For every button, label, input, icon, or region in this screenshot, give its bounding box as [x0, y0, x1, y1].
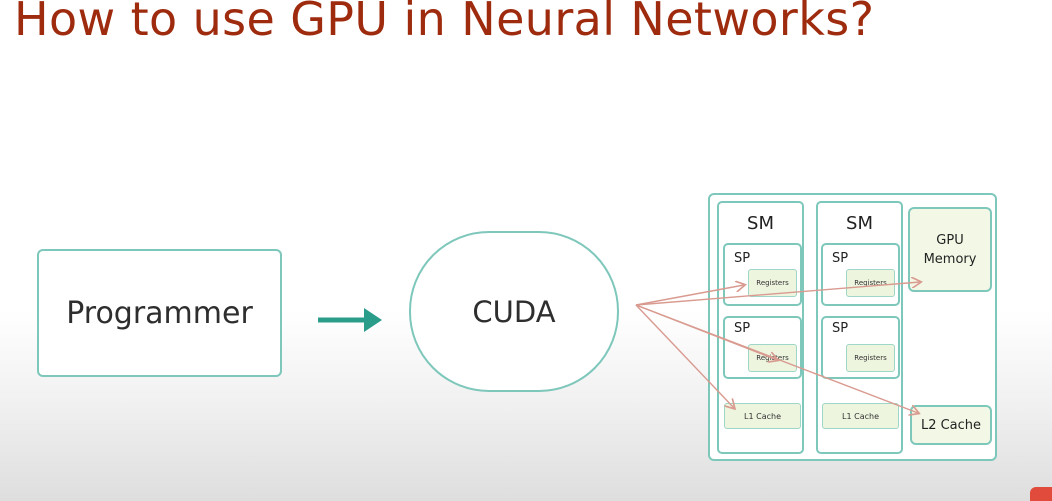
registers-label: Registers [756, 279, 789, 287]
l1-cache-label: L1 Cache [842, 411, 879, 421]
corner-badge-icon [1030, 487, 1052, 501]
programmer-label: Programmer [66, 295, 253, 331]
sm-label-1: SM [747, 213, 774, 234]
gpu-memory-box: GPU Memory [908, 207, 992, 292]
programmer-to-cuda-arrow [318, 308, 382, 332]
l2-cache-label: L2 Cache [920, 417, 982, 433]
registers-label: Registers [854, 354, 887, 362]
sp-label: SP [734, 321, 751, 336]
registers-box: Registers [748, 269, 797, 297]
l1-cache-box: L1 Cache [724, 403, 801, 429]
sm-label-2: SM [846, 213, 873, 234]
gpu-memory-label-line2: Memory [923, 251, 977, 267]
programmer-box: Programmer [37, 249, 282, 377]
registers-label: Registers [756, 354, 789, 362]
registers-box: Registers [846, 344, 895, 372]
l1-cache-label: L1 Cache [744, 411, 781, 421]
l1-cache-box: L1 Cache [822, 403, 899, 429]
l2-cache-box: L2 Cache [910, 405, 992, 445]
cuda-node: CUDA [409, 231, 619, 392]
sp-label: SP [832, 321, 849, 336]
sp-label: SP [832, 251, 849, 266]
page-title: How to use GPU in Neural Networks? [14, 0, 875, 46]
sp-label: SP [734, 251, 751, 266]
cuda-label: CUDA [472, 294, 556, 329]
gpu-memory-label-line1: GPU [936, 232, 964, 248]
registers-box: Registers [846, 269, 895, 297]
registers-label: Registers [854, 279, 887, 287]
registers-box: Registers [748, 344, 797, 372]
